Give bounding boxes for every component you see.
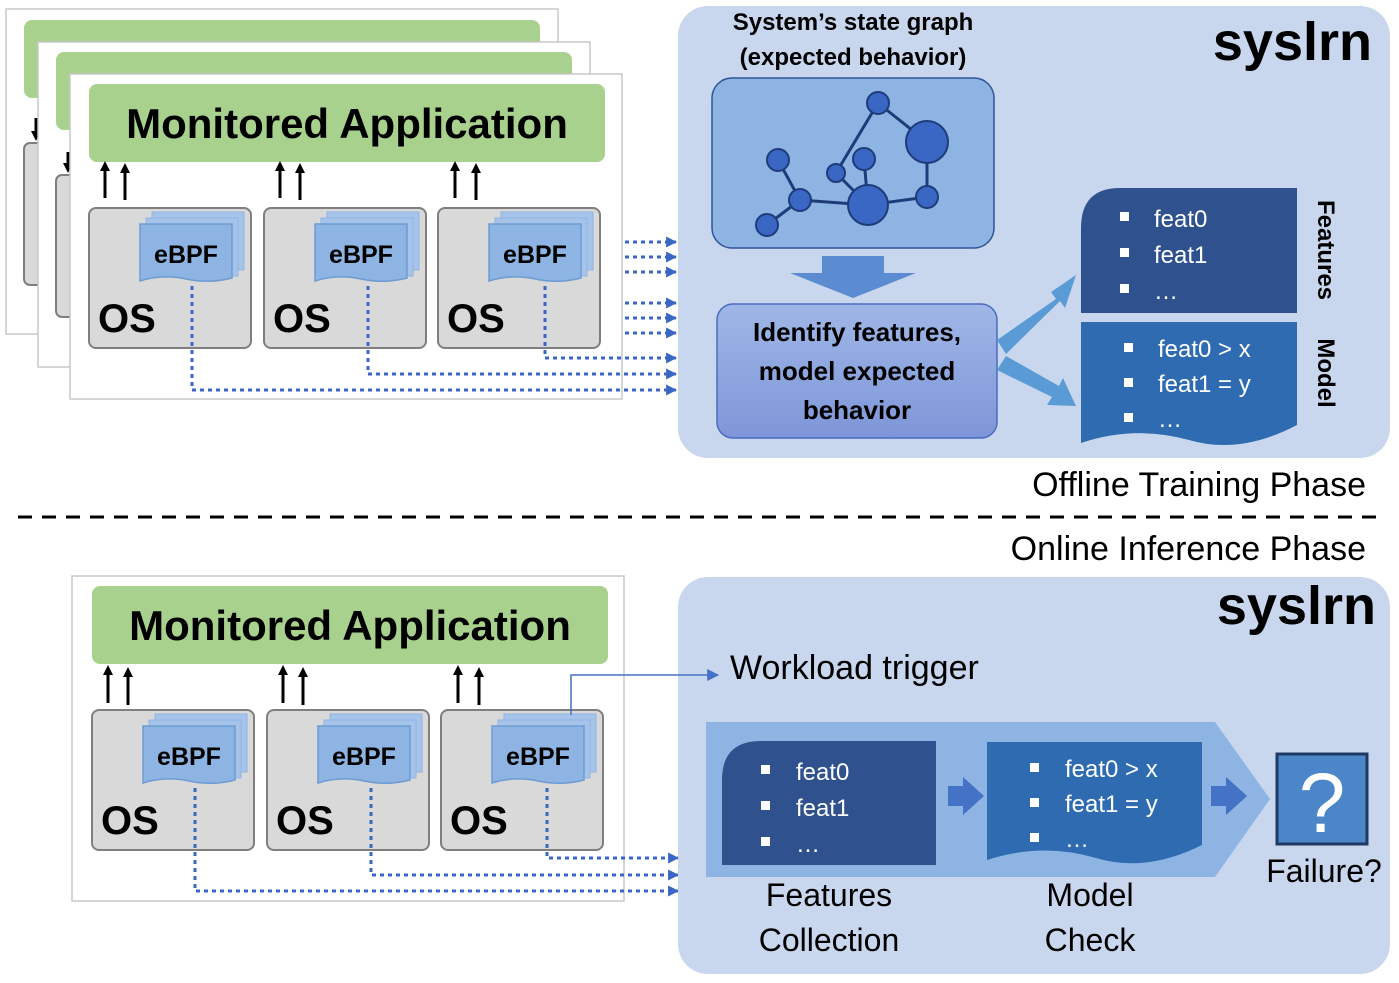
bottom-model-item-1: feat1 = y <box>1065 791 1158 818</box>
graph-caption-line1: System’s state graph <box>733 9 974 36</box>
top-os-label-1: OS <box>98 297 156 341</box>
top-app-label: Monitored Application <box>126 100 568 147</box>
bottom-model-doc: feat0 > x feat1 = y … <box>987 742 1202 864</box>
top-monitored-app: Monitored Application <box>89 84 605 162</box>
graph-node <box>826 163 846 183</box>
bottom-os-label-1: OS <box>101 799 159 843</box>
bottom-features-item-0: feat0 <box>796 759 849 786</box>
identify-line3: behavior <box>803 395 911 425</box>
graph-caption-line2: (expected behavior) <box>740 44 967 71</box>
pipeline-arrow-2 <box>1211 777 1247 815</box>
bottom-os-label-3: OS <box>450 799 508 843</box>
bottom-syslrn-panel: syslrn Workload trigger feat0 feat1 … fe… <box>570 576 1390 974</box>
bottom-dotted-arrows <box>193 788 680 897</box>
bottom-features-doc: feat0 feat1 … <box>722 741 936 865</box>
top-syslrn-panel: syslrn System’s state graph (expected be… <box>678 6 1390 458</box>
bottom-ebpf-label-3: eBPF <box>506 743 570 771</box>
top-model-side-label: Model <box>1312 338 1339 407</box>
pipeline-arrow-1 <box>948 777 984 815</box>
graph-node <box>847 184 889 226</box>
top-dotted-arrows <box>190 236 678 396</box>
bottom-app-label: Monitored Application <box>129 602 571 649</box>
top-os-label-3: OS <box>447 297 505 341</box>
offline-phase-label: Offline Training Phase <box>1032 466 1366 504</box>
top-os-box-1: eBPF OS <box>88 161 252 349</box>
features-caption-line2: Collection <box>759 922 900 958</box>
top-features-item-2: … <box>1154 278 1178 305</box>
top-os-box-3: eBPF OS <box>437 161 601 349</box>
identify-box: Identify features, model expected behavi… <box>716 303 998 439</box>
graph-node <box>852 147 876 171</box>
model-caption-line1: Model <box>1046 877 1133 913</box>
top-model-item-1: feat1 = y <box>1158 371 1251 398</box>
top-ebpf-label-2: eBPF <box>329 241 393 269</box>
top-features-item-0: feat0 <box>1154 206 1207 233</box>
bottom-features-item-1: feat1 <box>796 795 849 822</box>
model-caption-line2: Check <box>1045 922 1137 958</box>
top-features-doc: feat0 feat1 … Features <box>1081 188 1339 313</box>
bottom-os-label-2: OS <box>276 799 334 843</box>
identify-line1: Identify features, <box>753 317 961 347</box>
state-graph <box>711 77 995 249</box>
bottom-os-box-1: eBPF OS <box>91 665 255 851</box>
bottom-os-box-3: eBPF OS <box>440 665 604 851</box>
top-ebpf-label-1: eBPF <box>154 241 218 269</box>
top-os-label-2: OS <box>273 297 331 341</box>
failure-box: ? <box>1275 752 1369 850</box>
top-model-item-2: … <box>1158 406 1182 433</box>
top-model-item-0: feat0 > x <box>1158 336 1251 363</box>
graph-node <box>788 188 812 212</box>
features-caption-line1: Features <box>766 877 892 913</box>
graph-node <box>866 91 890 115</box>
bottom-ebpf-label-1: eBPF <box>157 743 221 771</box>
graph-node <box>915 185 939 209</box>
top-features-side-label: Features <box>1312 200 1339 300</box>
graph-node <box>905 120 949 164</box>
bottom-features-item-2: … <box>796 831 820 858</box>
top-features-item-1: feat1 <box>1154 242 1207 269</box>
failure-label: Failure? <box>1266 853 1382 889</box>
bottom-model-item-0: feat0 > x <box>1065 756 1158 783</box>
workload-trigger-connector <box>570 669 720 715</box>
top-ebpf-label-3: eBPF <box>503 241 567 269</box>
bottom-ebpf-label-2: eBPF <box>332 743 396 771</box>
arrow-to-features <box>997 275 1076 354</box>
bottom-os-box-2: eBPF OS <box>266 665 430 851</box>
top-os-box-2: eBPF OS <box>263 161 427 349</box>
top-syslrn-title: syslrn <box>1213 12 1372 72</box>
down-block-arrow <box>790 256 916 298</box>
bottom-model-item-2: … <box>1065 826 1089 853</box>
online-phase-label: Online Inference Phase <box>1011 530 1366 568</box>
bottom-syslrn-title: syslrn <box>1217 576 1376 636</box>
workload-trigger-label: Workload trigger <box>730 649 979 687</box>
identify-line2: model expected <box>759 356 956 386</box>
failure-question-mark: ? <box>1299 756 1346 850</box>
graph-node <box>766 148 790 172</box>
graph-node <box>755 213 779 237</box>
top-model-doc: feat0 > x feat1 = y … Model <box>1081 322 1339 445</box>
arrow-to-model <box>997 356 1076 406</box>
